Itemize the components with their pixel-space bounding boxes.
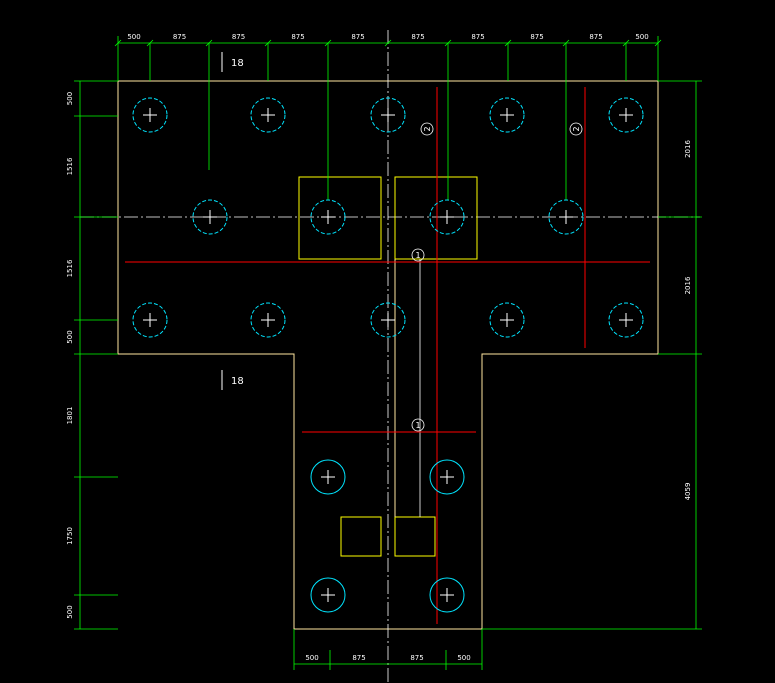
dim-labels-right: 2016 2016 4059	[684, 140, 692, 501]
pile-circle-icon	[250, 302, 286, 338]
pile-circle-icon	[310, 199, 346, 235]
dim-label-bottom: 875	[352, 654, 365, 662]
pile-circle-icon	[192, 199, 228, 235]
dim-label-bottom: 500	[305, 654, 318, 662]
column-box-upper-left	[298, 176, 382, 260]
column-box-lower-left	[340, 516, 382, 557]
pile-circle-icon	[370, 97, 406, 133]
pile-circle-icon	[310, 459, 346, 495]
dim-tick	[654, 39, 662, 47]
section-mark-bottom: 18	[221, 370, 244, 390]
dim-label-top: 875	[471, 33, 484, 41]
rebar-mark-2-centre: 2	[420, 122, 434, 136]
section-mark-top: 18	[221, 52, 244, 72]
dim-label-top: 500	[127, 33, 140, 41]
rebar-mark-1-upper: 1	[411, 248, 425, 262]
dim-label-top: 875	[173, 33, 186, 41]
pile-circle-icon	[548, 199, 584, 235]
section-mark-bottom-label: 18	[231, 376, 244, 387]
dim-ticks-top	[114, 39, 662, 47]
dim-tick	[504, 39, 512, 47]
rebar-mark-2-right: 2	[569, 122, 583, 136]
dim-tick	[324, 39, 332, 47]
dim-chain-left	[74, 80, 118, 630]
rebar-mark-1-lower-label: 1	[415, 421, 420, 430]
pile-circle-icon	[429, 577, 465, 613]
dim-label-left: 1750	[66, 527, 74, 545]
dim-label-left: 500	[66, 605, 74, 618]
dim-label-right: 4059	[684, 483, 692, 501]
pile-circle-icon	[310, 577, 346, 613]
dim-label-right: 2016	[684, 276, 692, 294]
dim-label-top: 875	[411, 33, 424, 41]
piles	[132, 97, 644, 613]
dim-label-top: 875	[291, 33, 304, 41]
dim-label-top: 875	[351, 33, 364, 41]
section-mark-top-label: 18	[231, 58, 244, 69]
rebar-mark-1-upper-label: 1	[415, 251, 420, 260]
dim-label-top: 875	[530, 33, 543, 41]
pile-circle-icon	[250, 97, 286, 133]
rebar-mark-2-centre-label: 2	[423, 126, 432, 131]
rebar-mark-2-right-label: 2	[572, 126, 581, 131]
dim-label-left: 1516	[66, 259, 74, 277]
dim-label-left: 500	[66, 92, 74, 105]
dim-label-left: 1516	[66, 157, 74, 175]
dim-tick	[622, 39, 630, 47]
dim-tick	[114, 39, 122, 47]
pile-circle-icon	[370, 302, 406, 338]
dim-label-top: 875	[232, 33, 245, 41]
dim-tick	[562, 39, 570, 47]
dim-label-top: 500	[635, 33, 648, 41]
pile-circle-icon	[489, 97, 525, 133]
dim-chain-right	[482, 80, 702, 630]
column-box-lower-right	[394, 516, 436, 557]
rebar-mark-1-lower: 1	[411, 418, 425, 432]
dim-tick	[384, 39, 392, 47]
dim-label-bottom: 500	[457, 654, 470, 662]
pile-circle-icon	[132, 97, 168, 133]
dim-labels-top: 500 875 875 875 875 875 875 875 875 500	[127, 33, 648, 41]
dim-labels-bottom: 500 875 875 500	[305, 654, 470, 662]
dim-tick	[264, 39, 272, 47]
dim-label-left: 500	[66, 330, 74, 343]
circled-number-icon	[411, 418, 425, 432]
dim-tick	[444, 39, 452, 47]
circled-number-icon	[420, 122, 434, 136]
internal-green-lines	[149, 43, 627, 200]
dim-label-left: 1801	[66, 407, 74, 425]
dim-labels-left: 500 1516 1516 500 1801 1750 500	[66, 92, 74, 619]
pile-circle-icon	[429, 459, 465, 495]
circled-number-icon	[411, 248, 425, 262]
circled-number-icon	[569, 122, 583, 136]
pile-circle-icon	[132, 302, 168, 338]
dim-tick	[146, 39, 154, 47]
dim-label-top: 875	[589, 33, 602, 41]
pile-circle-icon	[489, 302, 525, 338]
dim-tick	[205, 39, 213, 47]
dim-chain-bottom	[293, 629, 483, 670]
pile-circle-icon	[608, 97, 644, 133]
pile-circle-icon	[429, 199, 465, 235]
pile-circle-icon	[608, 302, 644, 338]
dim-label-right: 2016	[684, 140, 692, 158]
column-box-upper-right	[394, 176, 478, 260]
dim-label-bottom: 875	[410, 654, 423, 662]
